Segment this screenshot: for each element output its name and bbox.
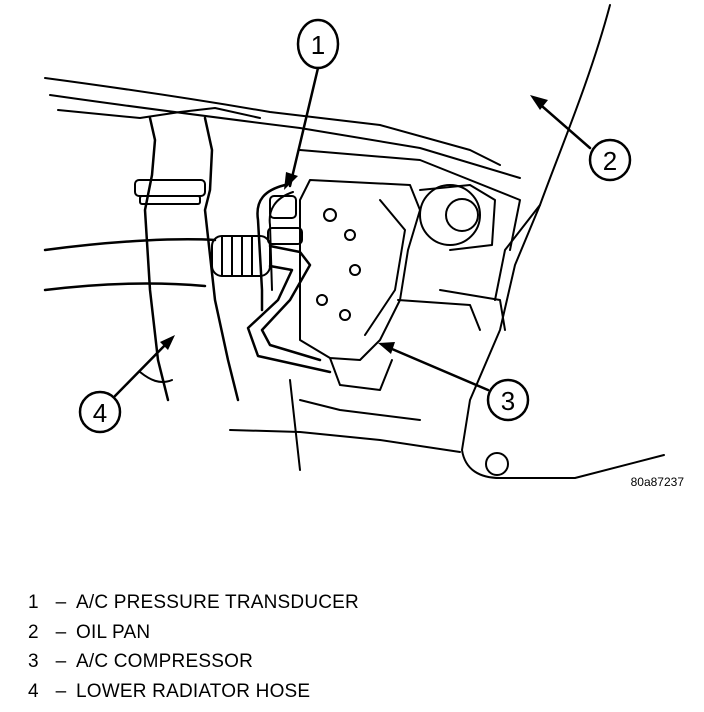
callout-3: 3 xyxy=(378,342,530,422)
callout-4-number: 4 xyxy=(93,398,107,428)
oil-pan-outline xyxy=(461,4,665,479)
lower-radiator-hose xyxy=(43,116,240,402)
legend-separator: – xyxy=(55,592,67,613)
legend-number: 1 xyxy=(28,592,39,613)
callout-1-number: 1 xyxy=(311,30,325,60)
legend-list: 1–A/C PRESSURE TRANSDUCER 2–OIL PAN 3–A/… xyxy=(28,588,359,706)
legend-number: 2 xyxy=(28,621,39,643)
legend-label: A/C COMPRESSOR xyxy=(76,651,253,672)
legend-label: OIL PAN xyxy=(76,621,151,643)
callout-2-number: 2 xyxy=(603,146,617,176)
legend-separator: – xyxy=(55,651,67,672)
legend-number: 3 xyxy=(28,651,39,672)
callout-3-number: 3 xyxy=(501,386,515,416)
legend-label: LOWER RADIATOR HOSE xyxy=(76,680,311,702)
legend-separator: – xyxy=(55,680,67,702)
legend-number: 4 xyxy=(28,680,39,702)
legend-item: 4–LOWER RADIATOR HOSE xyxy=(28,677,359,707)
callout-2: 2 xyxy=(530,95,632,182)
component-location-diagram: 1 2 3 4 80a87237 xyxy=(43,4,685,489)
engine-background-linework xyxy=(44,77,521,471)
legend-label: A/C PRESSURE TRANSDUCER xyxy=(76,592,359,613)
figure-id: 80a87237 xyxy=(631,475,685,489)
callout-1: 1 xyxy=(284,18,340,190)
legend-item: 1–A/C PRESSURE TRANSDUCER xyxy=(28,588,359,618)
callout-4: 4 xyxy=(78,335,175,434)
legend-item: 3–A/C COMPRESSOR xyxy=(28,647,359,677)
legend-separator: – xyxy=(55,621,67,643)
transducer-wiring xyxy=(256,183,297,312)
legend-item: 2–OIL PAN xyxy=(28,618,359,648)
ac-compressor-body xyxy=(299,149,521,391)
